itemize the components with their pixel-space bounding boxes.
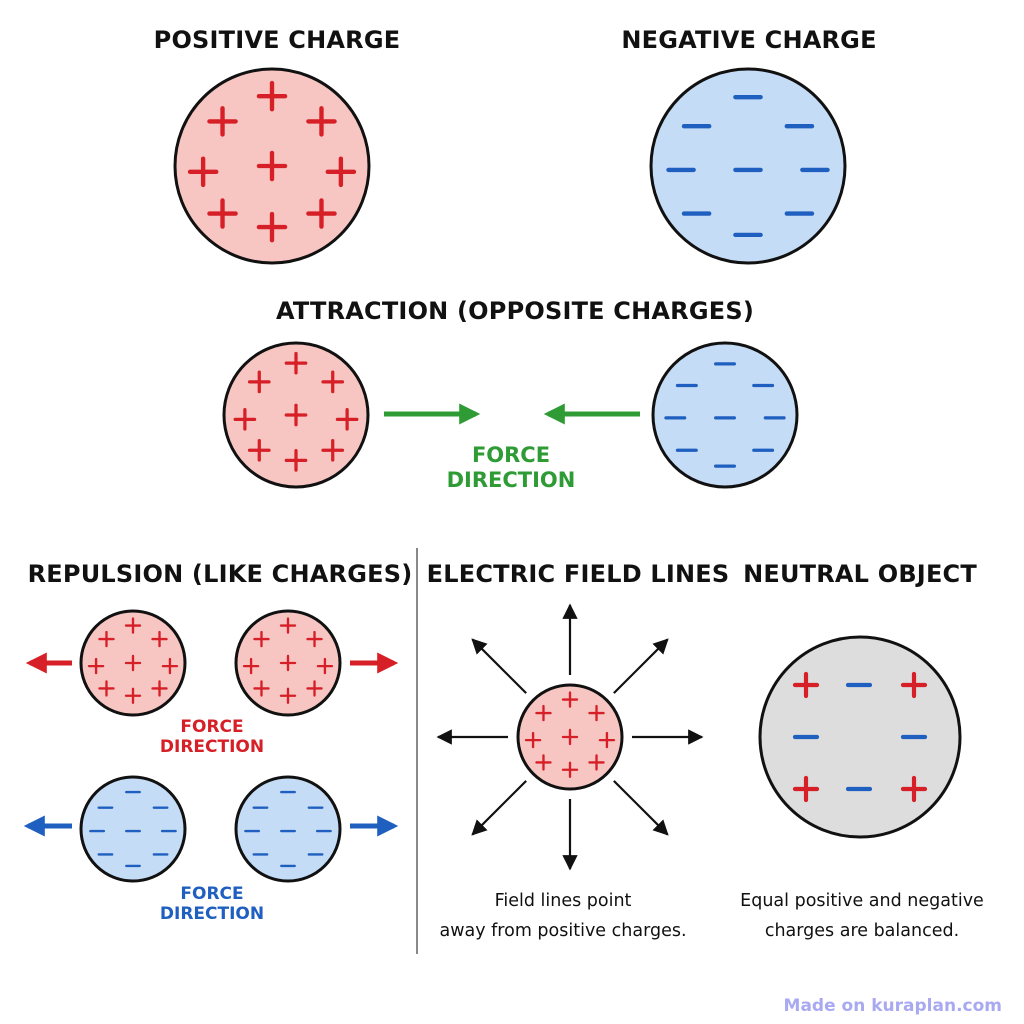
neutral-object-sphere xyxy=(758,635,962,839)
repulsion-positive-force-label: FORCE DIRECTION xyxy=(160,717,264,757)
field-lines-caption-line2: away from positive charges. xyxy=(439,920,687,941)
negative-charge-title: NEGATIVE CHARGE xyxy=(621,26,877,54)
plus-sign xyxy=(900,671,928,699)
neutral-object-title: NEUTRAL OBJECT xyxy=(743,560,977,588)
attraction-force-label-line1: FORCE xyxy=(471,443,551,467)
repulsion-negative-force-label: FORCE DIRECTION xyxy=(160,884,264,924)
plus-sign xyxy=(561,728,579,746)
plus-sign xyxy=(98,630,115,648)
repulsion-negative-force-label-line1: FORCE xyxy=(180,884,244,904)
attraction-force-label: FORCE DIRECTION xyxy=(447,443,576,493)
repulsion-positive-force-label-line2: DIRECTION xyxy=(159,737,265,758)
plus-sign xyxy=(151,680,168,697)
watermark: Made on kuraplan.com xyxy=(783,996,1002,1016)
plus-sign xyxy=(87,657,105,675)
plus-sign xyxy=(247,438,271,462)
field-lines xyxy=(436,603,704,871)
plus-sign xyxy=(325,156,357,188)
plus-sign xyxy=(284,449,308,472)
attraction-title: ATTRACTION (OPPOSITE CHARGES) xyxy=(275,297,755,325)
neutral-caption: Equal positive and negative charges are … xyxy=(740,887,984,947)
plus-sign xyxy=(306,680,323,697)
plus-sign xyxy=(588,704,605,722)
plus-sign xyxy=(187,156,219,188)
neutral-caption-line1: Equal positive and negative xyxy=(740,891,984,911)
field-source-sphere xyxy=(516,683,624,791)
plus-sign xyxy=(161,657,179,675)
neutral-caption-line2: charges are balanced. xyxy=(764,920,960,941)
plus-sign xyxy=(792,775,820,803)
plus-sign xyxy=(792,671,820,699)
plus-sign xyxy=(900,775,928,803)
plus-sign xyxy=(151,630,168,648)
plus-sign xyxy=(598,731,616,749)
plus-sign xyxy=(207,106,238,137)
plus-sign xyxy=(306,630,323,648)
attraction-negative-sphere xyxy=(651,341,799,489)
field-line-arrow xyxy=(471,638,527,694)
plus-sign xyxy=(124,617,142,634)
plus-sign xyxy=(279,687,297,704)
plus-sign xyxy=(124,654,142,672)
plus-sign xyxy=(306,198,337,229)
plus-sign xyxy=(256,150,288,182)
repulsion-positive-force-label-line1: FORCE xyxy=(180,717,244,737)
plus-sign xyxy=(535,704,552,722)
plus-sign xyxy=(233,407,257,431)
repulsion-title: REPULSION (LIKE CHARGES) xyxy=(27,560,413,588)
plus-sign xyxy=(98,680,115,697)
plus-sign xyxy=(561,761,579,778)
plus-sign xyxy=(335,407,359,431)
field-line-arrow xyxy=(613,638,669,694)
attraction-force-label-line2: DIRECTION xyxy=(446,467,576,492)
repulsion-negative-sphere-right xyxy=(234,775,342,883)
attraction-positive-sphere xyxy=(222,341,370,489)
plus-sign xyxy=(321,370,345,394)
field-line-arrow xyxy=(471,780,527,836)
repulsion-positive-sphere-left xyxy=(79,609,187,717)
field-lines-title: ELECTRIC FIELD LINES xyxy=(426,560,730,588)
negative-charge-sphere xyxy=(649,67,847,265)
plus-sign xyxy=(207,198,238,229)
positive-charge-title: POSITIVE CHARGE xyxy=(153,26,401,54)
field-lines-caption-line1: Field lines point xyxy=(494,891,632,911)
plus-sign xyxy=(316,657,334,675)
plus-sign xyxy=(306,106,337,137)
positive-charge-sphere xyxy=(173,67,371,265)
plus-sign xyxy=(256,80,288,112)
plus-sign xyxy=(524,731,542,749)
repulsion-negative-sphere-left xyxy=(79,775,187,883)
plus-sign xyxy=(535,754,552,771)
plus-sign xyxy=(124,687,142,704)
plus-sign xyxy=(279,654,297,672)
plus-sign xyxy=(321,438,345,462)
plus-sign xyxy=(588,754,605,771)
field-line-arrow xyxy=(613,780,669,836)
plus-sign xyxy=(561,691,579,708)
plus-sign xyxy=(253,680,270,697)
plus-sign xyxy=(284,351,308,375)
repulsion-negative-force-label-line2: DIRECTION xyxy=(159,904,265,925)
plus-sign xyxy=(253,630,270,648)
plus-sign xyxy=(279,617,297,634)
plus-sign xyxy=(284,403,308,427)
repulsion-positive-sphere-right xyxy=(234,609,342,717)
plus-sign xyxy=(256,211,288,243)
plus-sign xyxy=(247,370,271,394)
field-lines-caption: Field lines point away from positive cha… xyxy=(439,887,686,947)
sphere-body xyxy=(758,635,962,839)
plus-sign xyxy=(242,657,260,675)
